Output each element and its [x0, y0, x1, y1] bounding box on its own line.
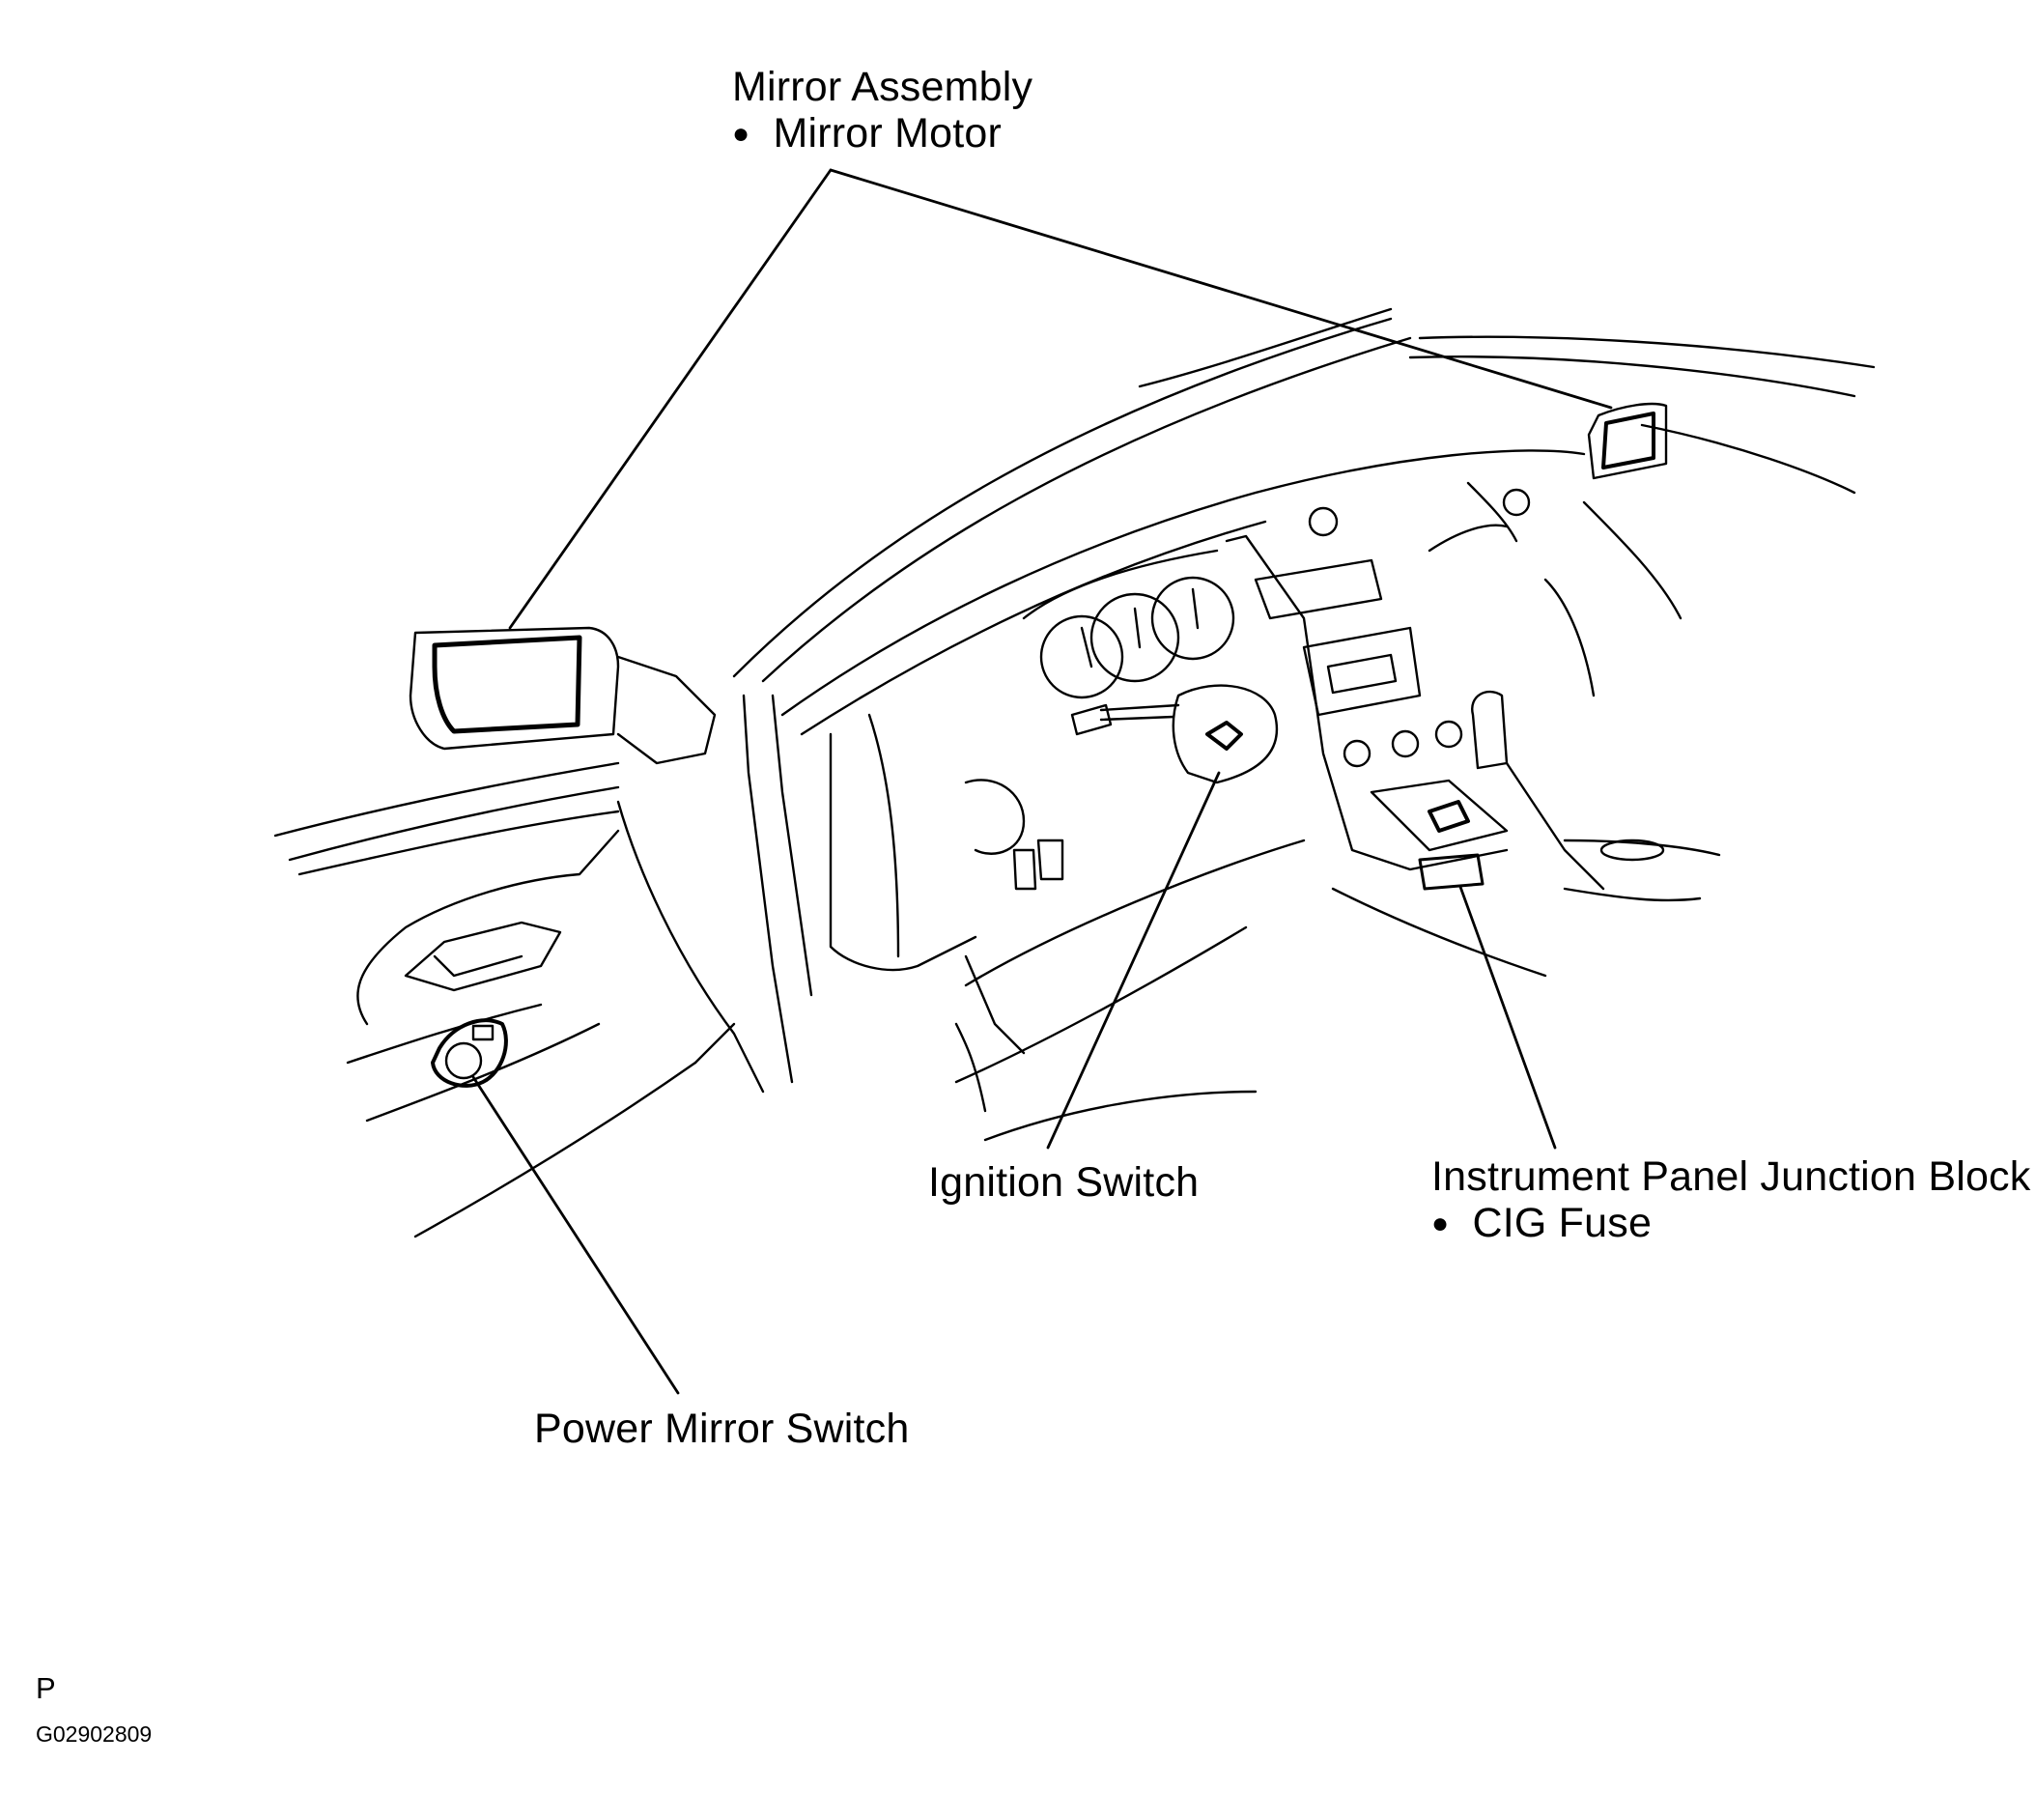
roof-and-pillar — [732, 307, 1876, 1084]
left-side-mirror — [409, 626, 717, 765]
leader-mirror-right — [829, 168, 1613, 410]
mirror-motor-text: Mirror Motor — [773, 110, 1002, 156]
page-code: P — [36, 1671, 56, 1705]
mirror-assembly-text: Mirror Assembly — [732, 64, 1033, 110]
leader-mirror-switch — [471, 1075, 680, 1395]
power-mirror-switch-text: Power Mirror Switch — [534, 1406, 910, 1452]
junction-block-label: Instrument Panel Junction Block — [1431, 1154, 2030, 1199]
junction-block-text: Instrument Panel Junction Block — [1431, 1153, 2031, 1200]
ignition-switch-label: Ignition Switch — [928, 1160, 1199, 1205]
power-mirror-switch-label: Power Mirror Switch — [534, 1407, 909, 1451]
leader-lines — [471, 168, 1613, 1395]
cig-fuse-label: CIG Fuse — [1431, 1201, 1652, 1246]
power-mirror-switch-part — [431, 1018, 508, 1088]
leader-junction-block — [1458, 885, 1557, 1150]
right-side-mirror — [1587, 402, 1668, 480]
leader-mirror-left — [508, 168, 833, 630]
figure-id: G02902809 — [36, 1721, 153, 1747]
cig-fuse-text: CIG Fuse — [1472, 1200, 1653, 1246]
instrument-panel — [780, 449, 1721, 1142]
ignition-switch-text: Ignition Switch — [928, 1159, 1200, 1206]
mirror-assembly-label: Mirror Assembly — [732, 65, 1032, 109]
mirror-motor-label: Mirror Motor — [732, 111, 1002, 156]
leader-ignition — [1046, 771, 1221, 1150]
door-panel — [273, 761, 765, 1238]
